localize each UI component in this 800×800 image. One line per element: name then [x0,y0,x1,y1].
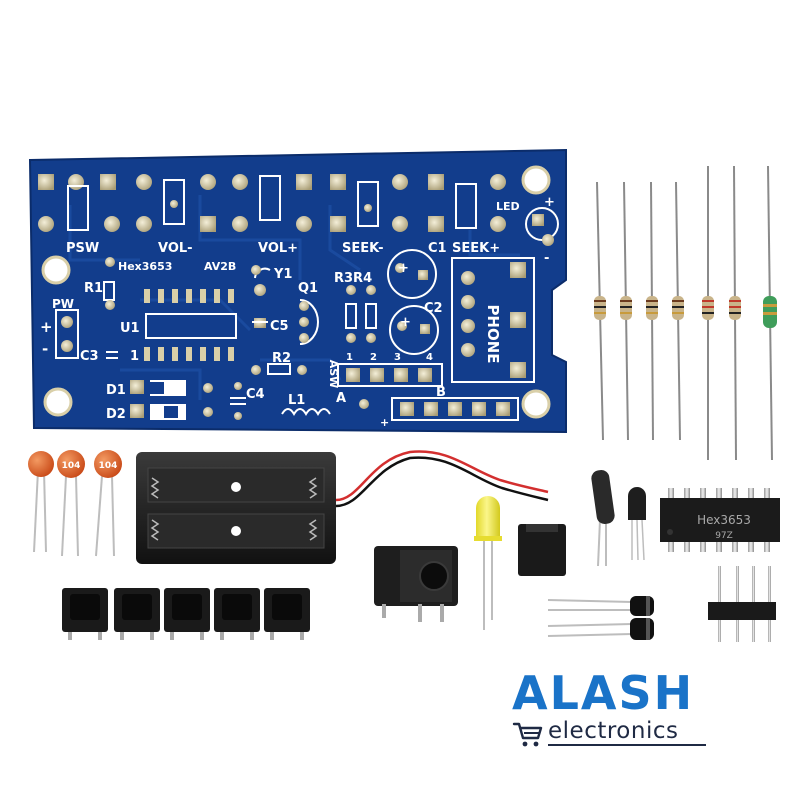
resistor [646,181,658,441]
chip-sub-label: 97Z [715,531,733,541]
label-c2: C2 [424,301,443,316]
label-pw-plus: + [40,318,53,336]
label-psw: PSW [66,241,99,256]
jumper-cap [518,524,566,576]
ceramic-capacitor: 104 [94,450,122,557]
label-asw: ASW [327,360,340,389]
chip-label: Hex3653 [697,513,751,527]
pw-footprint [55,309,79,359]
label-l1: L1 [288,393,305,408]
label-b: B [436,385,446,400]
label-hex3653: Hex3653 [118,260,172,273]
pcb-board: PSW VOL- VOL+ SEEK- C1 SEEK+ LED + - Hex… [28,148,567,434]
led-footprint [525,207,559,246]
push-buttons [62,588,310,640]
resistor [672,181,684,441]
label-phone: PHONE [484,304,502,363]
electrolytic-capacitors [547,596,654,640]
label-c1: C1 [428,241,447,256]
mounting-hole [521,389,551,419]
label-y1: Y1 [273,267,292,282]
ic-footprint-u1 [144,289,237,361]
brand-subtitle: electronics [548,718,679,744]
electrolytic-capacitor [547,618,654,640]
resistor [729,165,741,461]
resistor [594,181,606,441]
ceramic-capacitors: 104 104 [28,450,122,557]
r3r4-footprint [345,285,377,343]
tactile-switch [264,588,310,640]
yellow-led [474,496,502,630]
mounting-hole [521,165,551,195]
label-c2-plus: + [400,315,411,330]
label-c5: C5 [270,319,289,334]
label-seek-plus: SEEK+ [452,241,500,256]
label-r1: R1 [84,281,103,296]
resistor [702,166,714,460]
label-d1: D1 [106,383,126,398]
label-c3: C3 [80,349,99,364]
tactile-switch [214,588,260,640]
label-pin-1: 1 [346,352,353,363]
ceramic-capacitor: 104 [57,450,85,557]
label-led-minus: - [544,251,549,266]
label-r3r4: R3R4 [334,271,372,286]
label-pin-4: 4 [426,352,433,363]
cap-value-label: 104 [99,461,118,471]
ceramic-capacitor [28,451,54,553]
label-pw-minus: - [42,340,48,358]
label-vol-plus: VOL+ [258,241,298,256]
asw-header-footprint [337,363,519,421]
label-a: A [336,391,346,406]
resistor [620,181,632,441]
logo-underline [548,744,706,746]
crystal-oscillator [591,470,615,567]
resistors-group [594,165,777,461]
l1-inductor-symbol [281,408,331,416]
label-q1: Q1 [298,281,318,296]
solder-pads-row2 [38,216,506,232]
label-seek-minus: SEEK- [342,241,383,256]
brand-logo: ALASH [512,666,695,720]
phone-jack-footprint [451,257,535,383]
label-r2: R2 [272,351,291,366]
shopping-cart-icon [512,722,543,747]
switch-outlines [67,175,477,231]
label-pin-2: 2 [370,352,377,363]
battery-holder [136,452,336,564]
q1-footprint [299,299,319,345]
label-pin1: 1 [130,349,139,364]
tactile-switch [164,588,210,640]
tactile-switch [62,588,108,640]
label-av2b: AV2B [204,260,236,273]
label-c4: C4 [246,387,265,402]
label-pw: PW [52,297,74,311]
mounting-hole [43,387,73,417]
electrolytic-capacitor [547,596,654,616]
transistor [628,487,646,561]
cap-value-label: 104 [62,461,81,471]
tactile-switch [114,588,160,640]
pin-header [708,566,776,642]
label-led-plus: + [544,195,555,210]
label-b-plus: + [380,416,389,429]
diode-footprints [130,380,213,420]
audio-jack [374,546,458,622]
label-d2: D2 [106,407,126,422]
label-vol-minus: VOL- [158,241,193,256]
mounting-hole [41,255,71,285]
label-pin-3: 3 [394,352,401,363]
battery-wires [335,450,549,508]
label-u1: U1 [120,321,140,336]
c1-c2-footprint [387,249,439,355]
hex3653-chip: Hex3653 97Z [660,488,780,552]
label-c1-plus: + [398,261,409,276]
inductor [763,165,777,461]
label-led: LED [496,200,520,213]
